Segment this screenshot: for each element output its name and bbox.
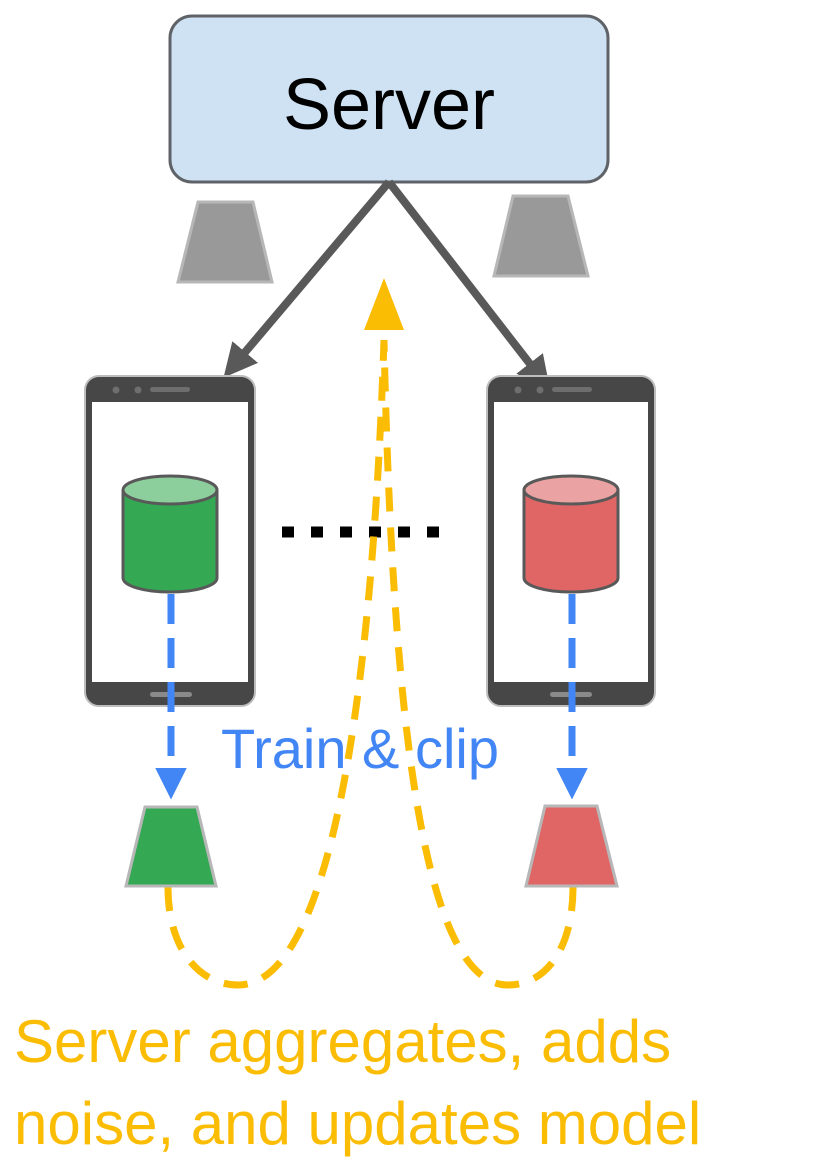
aggregation-path-left	[164, 339, 388, 989]
server-node: Server	[168, 14, 610, 184]
red-client-model-icon	[524, 804, 619, 888]
green-database-icon	[121, 474, 219, 594]
left-server-model-icon	[176, 200, 274, 284]
server-to-right-device-arrow	[385, 179, 551, 390]
train-clip-label: Train & clip	[221, 717, 499, 780]
right-server-model-icon	[492, 194, 590, 278]
aggregation-path-right	[380, 339, 577, 989]
aggregation-up-arrowhead	[364, 278, 404, 330]
red-database-icon	[522, 474, 620, 594]
server-label: Server	[283, 65, 495, 145]
green-client-model-icon	[124, 805, 218, 888]
caption-line-2: noise, and updates model	[14, 1090, 701, 1157]
caption-line-1: Server aggregates, adds	[14, 1008, 671, 1075]
server-to-left-device-arrow	[223, 179, 393, 378]
